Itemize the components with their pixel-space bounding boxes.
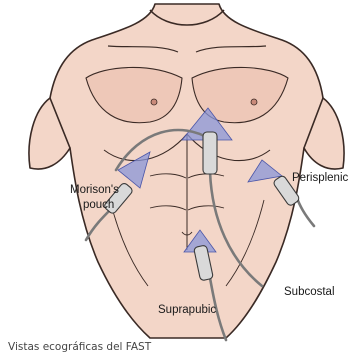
probe-subcostal <box>203 132 217 174</box>
nipple-right <box>251 99 257 105</box>
label-perisplenic: Perisplenic <box>292 172 348 185</box>
label-morisons-pouch-line2: pouch <box>83 199 114 212</box>
nipple-left <box>151 99 157 105</box>
label-suprapubic: Suprapubic <box>158 304 216 317</box>
label-morisons-pouch-line1: Morison's <box>70 184 119 197</box>
label-subcostal: Subcostal <box>284 286 335 299</box>
figure-caption: Vistas ecográficas del FAST <box>8 341 151 353</box>
